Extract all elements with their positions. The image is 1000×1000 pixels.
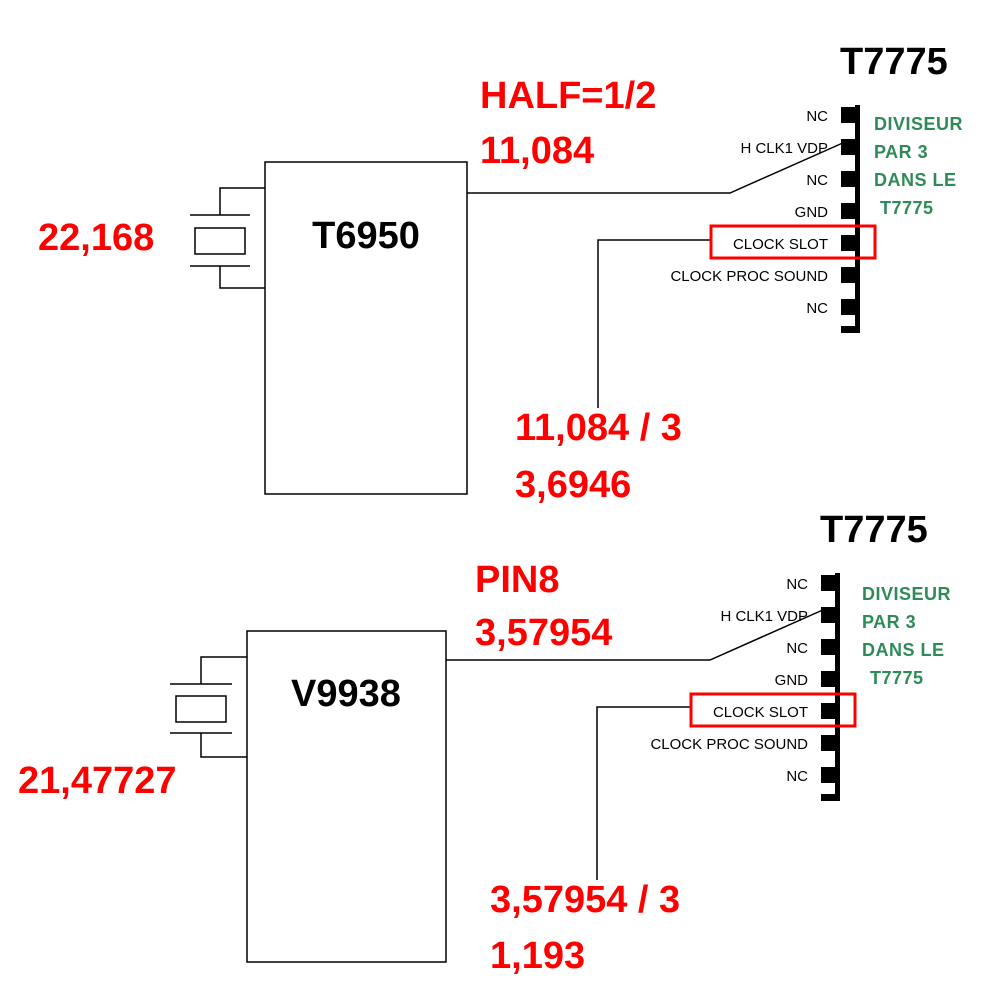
pin-label: CLOCK SLOT <box>713 704 808 721</box>
output-wire <box>467 141 846 194</box>
connector-title: T7775 <box>840 41 948 83</box>
calc-division: 3,57954 / 3 <box>490 879 680 921</box>
pin-label: NC <box>786 576 808 593</box>
calc-division: 11,084 / 3 <box>515 407 682 449</box>
calc-result: 3,6946 <box>515 464 631 506</box>
crystal-symbol <box>170 656 247 758</box>
circuit-top: T6950 22,168 HALF=1/2 11,084 11,084 / 3 … <box>38 41 963 506</box>
pin-label: H CLK1 VDP <box>720 608 808 625</box>
circuit-bottom: V9938 21,47727 PIN8 3,57954 3,57954 / 3 … <box>18 509 951 977</box>
chip-box-t6950 <box>264 161 468 495</box>
crystal-frequency: 22,168 <box>38 217 154 259</box>
connector-t7775 <box>821 573 840 801</box>
pin-label: GND <box>795 204 829 221</box>
crystal-symbol <box>190 187 265 289</box>
chip-name: V9938 <box>291 673 401 715</box>
output-label-frequency: 11,084 <box>480 130 594 172</box>
connector-t7775 <box>841 105 860 333</box>
divider-note-line: DANS LE <box>874 170 957 190</box>
clock-slot-wire <box>597 239 710 408</box>
chip-name: T6950 <box>312 215 420 257</box>
crystal-frequency: 21,47727 <box>18 760 177 802</box>
output-label-frequency: 3,57954 <box>475 612 612 654</box>
divider-note-line: DIVISEUR <box>862 584 951 604</box>
clock-slot-wire <box>596 706 692 880</box>
pin-label: CLOCK PROC SOUND <box>650 736 808 753</box>
divider-note-line: PAR 3 <box>874 142 928 162</box>
connector-title: T7775 <box>820 509 928 551</box>
divider-note-line: DIVISEUR <box>874 114 963 134</box>
calc-result: 1,193 <box>490 935 585 977</box>
output-wire <box>446 608 826 661</box>
highlight-clock-slot <box>689 692 857 728</box>
highlight-clock-slot <box>709 224 877 260</box>
divider-note-line: PAR 3 <box>862 612 916 632</box>
pin-label: NC <box>786 640 808 657</box>
pin-label: H CLK1 VDP <box>740 140 828 157</box>
pin-label: CLOCK PROC SOUND <box>670 268 828 285</box>
pin-label: NC <box>806 108 828 125</box>
divider-note-line: T7775 <box>870 668 924 688</box>
output-label-ratio: HALF=1/2 <box>480 75 656 117</box>
chip-box-v9938 <box>246 630 447 963</box>
pin-label: NC <box>786 768 808 785</box>
pin-label: NC <box>806 172 828 189</box>
divider-note-line: T7775 <box>880 198 934 218</box>
pin-label: GND <box>775 672 809 689</box>
divider-note-line: DANS LE <box>862 640 945 660</box>
pin-label: CLOCK SLOT <box>733 236 828 253</box>
output-label-pin: PIN8 <box>475 559 559 601</box>
pin-label: NC <box>806 300 828 317</box>
